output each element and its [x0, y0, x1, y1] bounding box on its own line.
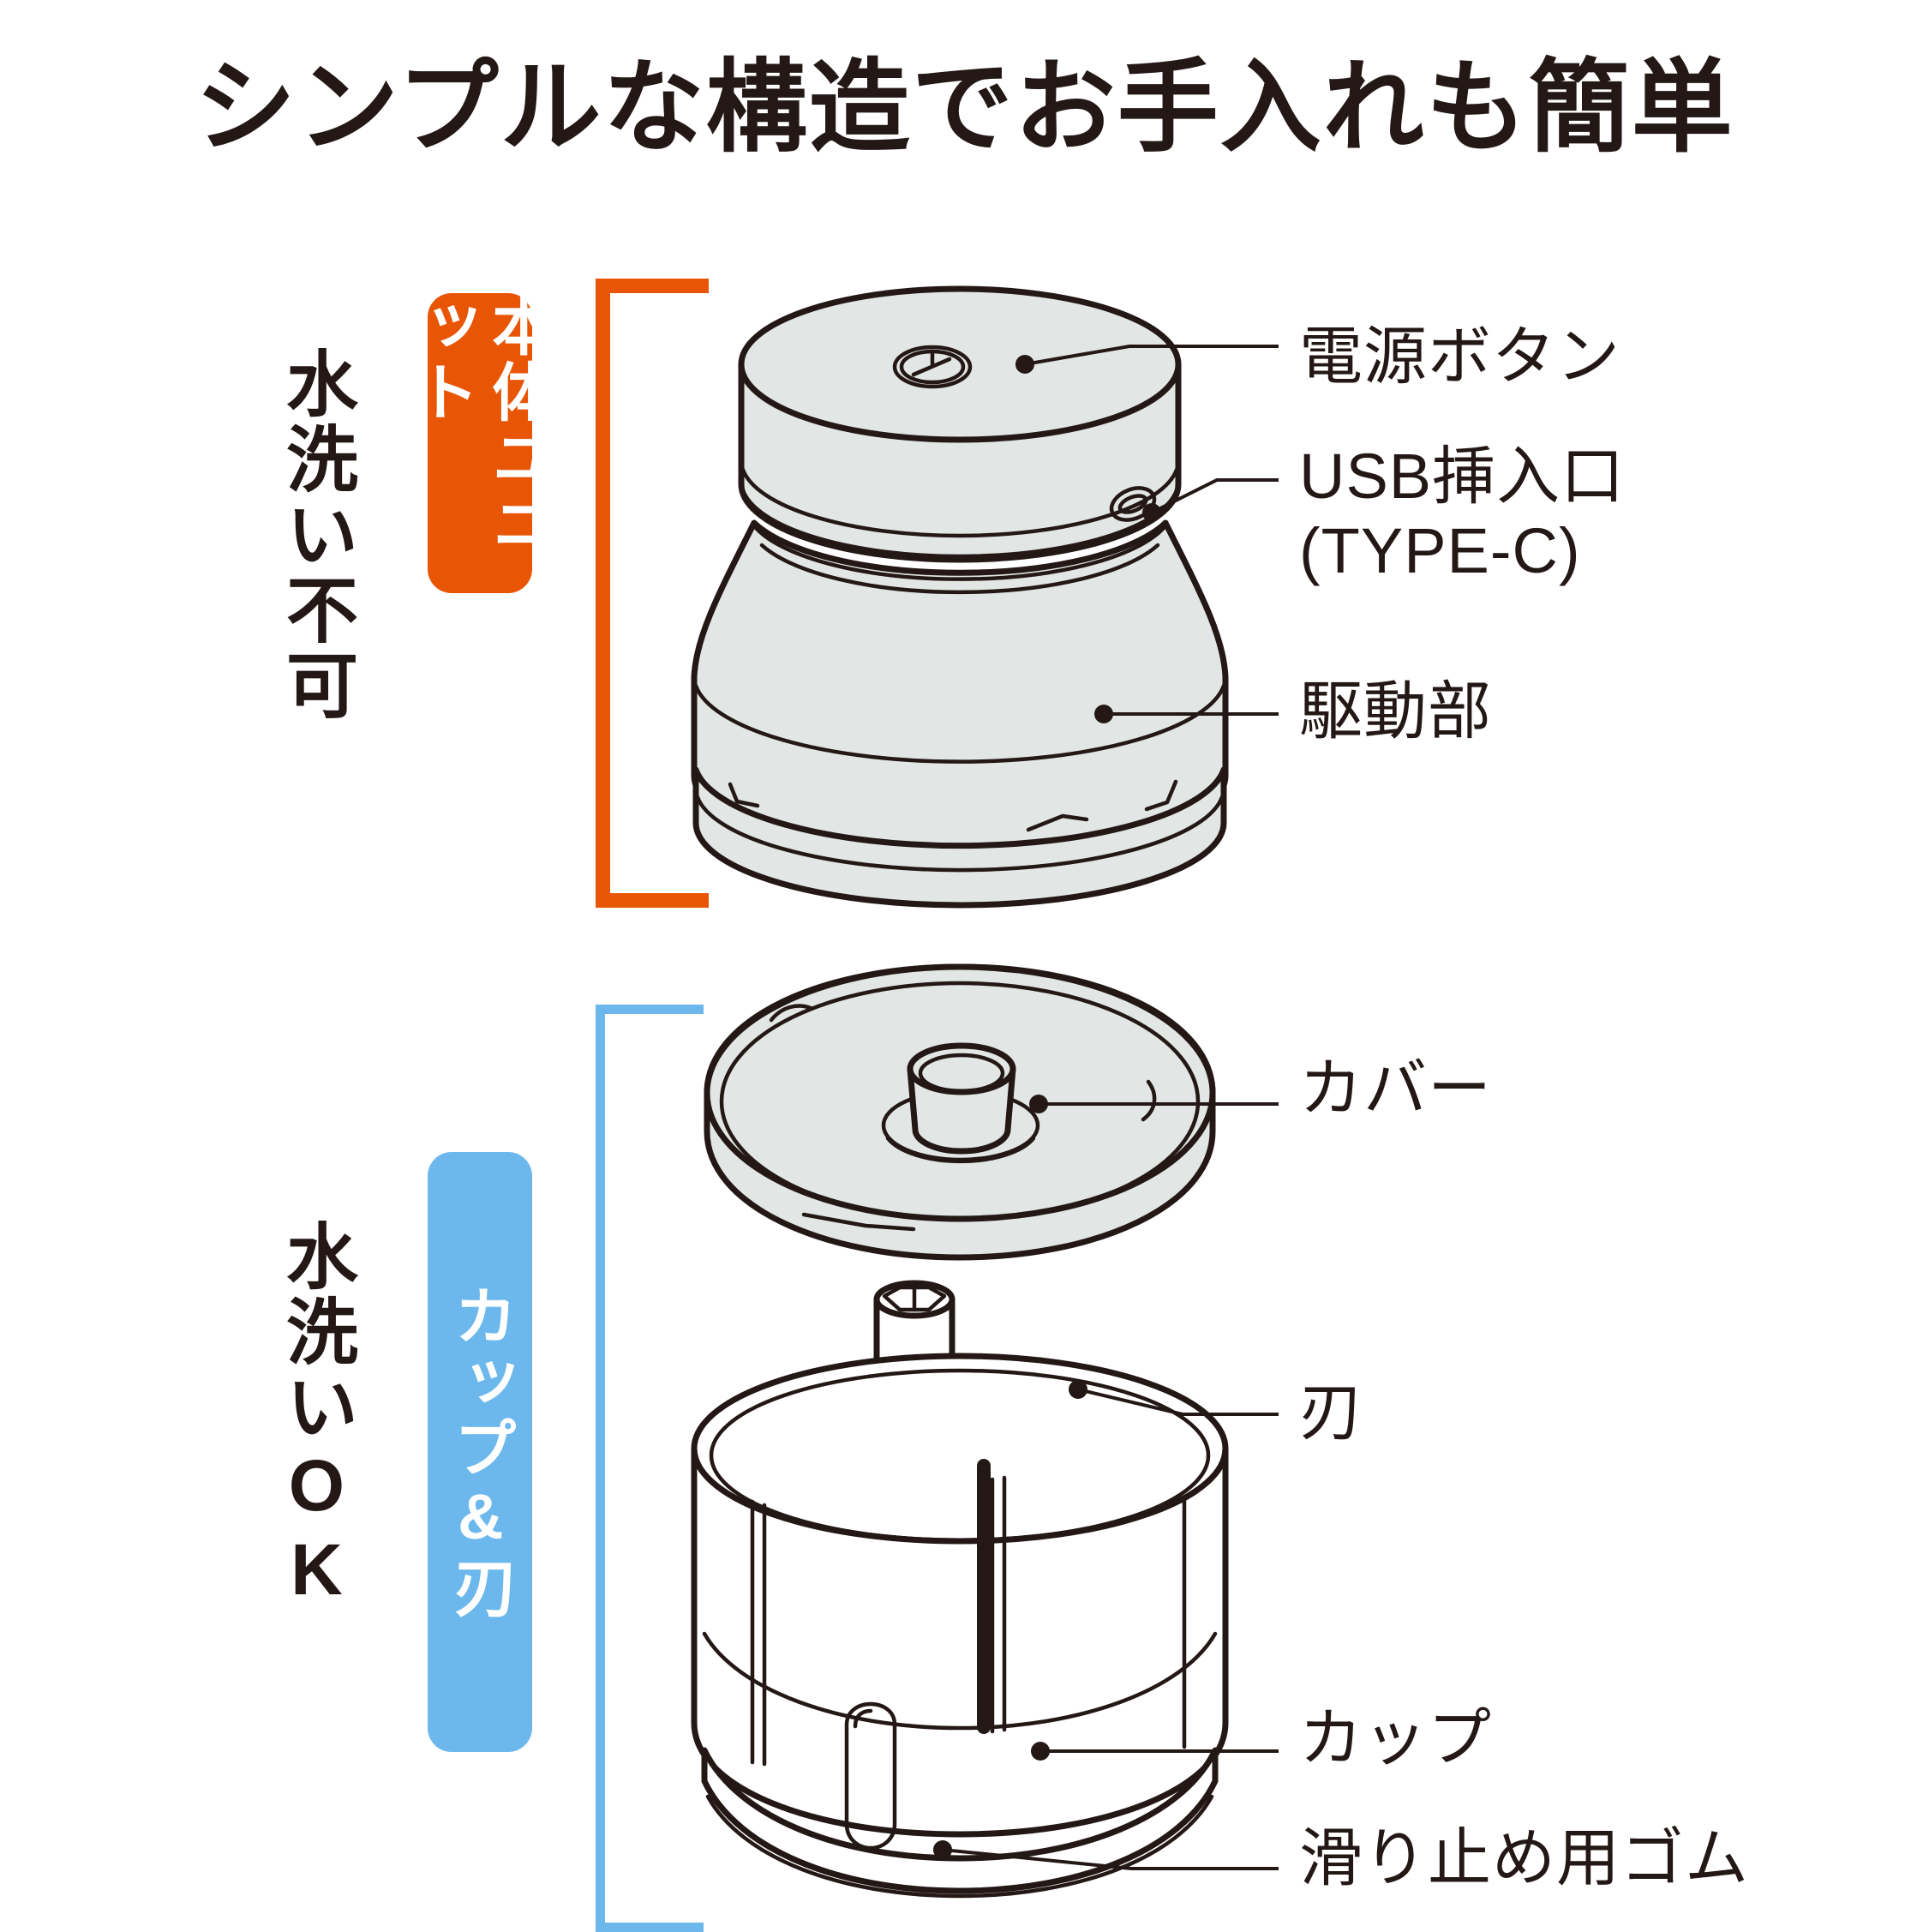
- callout-label-power-button: 電源ボタン: [1299, 321, 1620, 392]
- bracket-body-unit: [596, 279, 709, 908]
- badge-cup-blade: カップ&刃: [428, 1152, 532, 1752]
- callout-label-cover: カバー: [1299, 1053, 1492, 1124]
- motor-top-cap: [738, 285, 1182, 563]
- bracket-cup-blade: [596, 1005, 704, 1932]
- blade-assembly: [794, 1280, 1130, 1555]
- callout-label-usb-port: USB挿入口 (TYPE-C): [1299, 441, 1626, 587]
- wash-label-cup-blade: 水洗いOK: [276, 1219, 357, 1613]
- lid-cover: [704, 963, 1216, 1261]
- callout-leader-lines: [933, 345, 1279, 1870]
- callout-label-anti-slip-rubber: 滑り止め用ゴム: [1299, 1822, 1749, 1893]
- anti-slip-rubber-base: [701, 1747, 1219, 1899]
- callout-label-cup: カップ: [1299, 1702, 1492, 1773]
- page-title: シンプルな構造でお手入れも簡単: [195, 51, 1734, 165]
- badge-body-unit: 本体ユニット: [407, 293, 554, 593]
- motor-drive-body: [691, 519, 1229, 909]
- wash-label-body-unit: 水洗い不可: [276, 346, 357, 723]
- callout-label-drive-unit: 駆動部: [1299, 675, 1492, 747]
- cup: [691, 1353, 1229, 1851]
- callout-label-blade: 刃: [1299, 1377, 1363, 1448]
